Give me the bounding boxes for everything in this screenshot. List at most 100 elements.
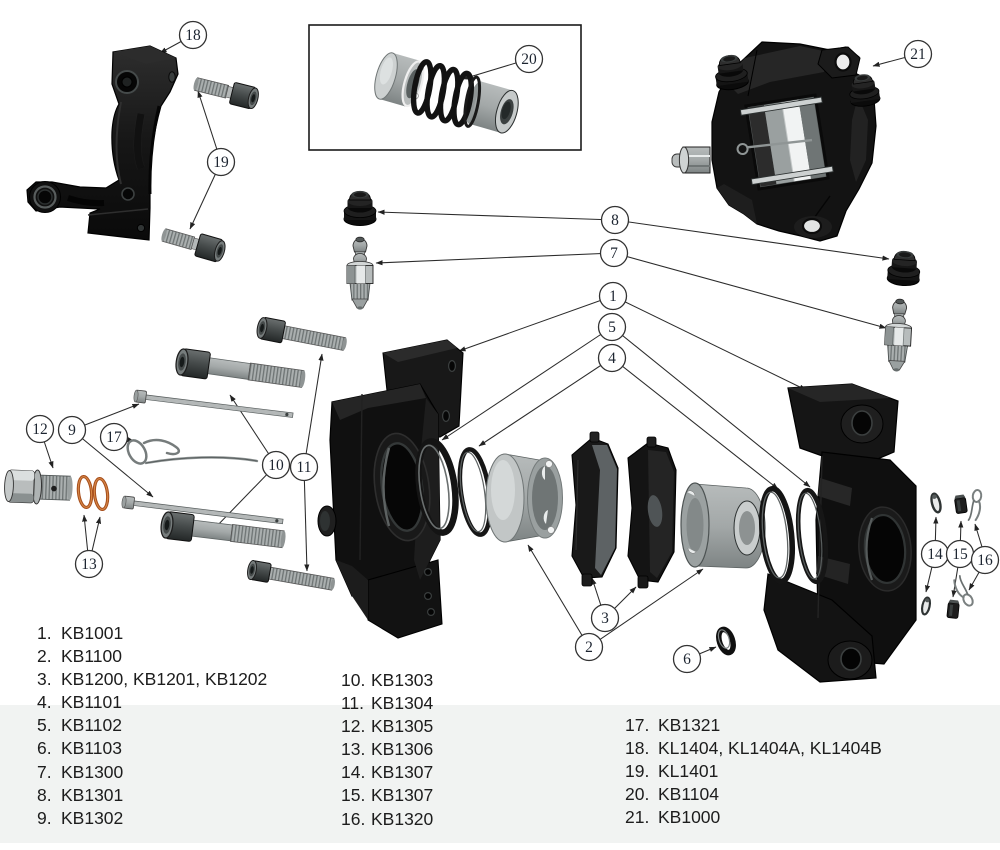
svg-text:9: 9 xyxy=(68,422,76,439)
svg-text:19: 19 xyxy=(213,154,229,171)
pad-pin-lower xyxy=(121,495,284,525)
callout-circle xyxy=(178,20,208,50)
callout-3: 3 xyxy=(590,603,620,633)
mounting-bracket xyxy=(26,45,179,241)
svg-text:1: 1 xyxy=(609,288,617,305)
retaining-clip xyxy=(126,438,259,465)
svg-text:14: 14 xyxy=(927,546,943,563)
callout-circle xyxy=(74,549,104,579)
piston-outer xyxy=(680,482,766,569)
callout-16: 16 xyxy=(970,545,1000,575)
callout-circle xyxy=(25,414,55,444)
assembled-caliper xyxy=(671,41,882,242)
background-band xyxy=(0,705,1000,843)
callout-4: 4 xyxy=(597,343,627,373)
pad-insulator-top xyxy=(953,493,968,515)
callout-21: 21 xyxy=(903,39,933,69)
callout-10: 10 xyxy=(261,450,291,480)
callout-8: 8 xyxy=(600,205,630,235)
leader-lines xyxy=(39,34,987,660)
callout-circle xyxy=(206,147,236,177)
brake-pad-outer xyxy=(627,436,677,589)
banjo-bolt xyxy=(4,469,73,505)
callout-1: 1 xyxy=(598,281,628,311)
piston-spring-assembly xyxy=(374,52,519,134)
callout-14: 14 xyxy=(920,539,950,569)
caliper-half-inner xyxy=(317,339,464,639)
callout-19: 19 xyxy=(206,147,236,177)
svg-text:16: 16 xyxy=(977,552,993,569)
callout-13: 13 xyxy=(74,549,104,579)
svg-text:21: 21 xyxy=(910,46,926,63)
bracket-bolt-upper xyxy=(193,77,261,111)
caliper-banjo-fitting xyxy=(671,146,711,174)
callout-circle xyxy=(99,422,129,452)
mount-bolt-long-lower xyxy=(159,510,286,549)
caliper-pad-window xyxy=(736,93,834,191)
svg-text:4: 4 xyxy=(608,350,616,367)
caliper-half-outer xyxy=(763,383,917,683)
spring-clip-top xyxy=(928,491,944,515)
bleed-screw-right xyxy=(882,297,914,373)
callout-circle xyxy=(574,632,604,662)
callout-circle xyxy=(600,205,630,235)
callout-6: 6 xyxy=(672,644,702,674)
bracket-bolt-lower xyxy=(161,228,228,263)
pad-pin-oring xyxy=(716,626,736,656)
dust-cap-right xyxy=(886,249,922,288)
callout-15: 15 xyxy=(945,539,975,569)
callout-circle xyxy=(597,343,627,373)
crush-washer-pair xyxy=(76,474,110,512)
callout-circle xyxy=(590,603,620,633)
callout-circle xyxy=(599,238,629,268)
callout-circle xyxy=(970,545,1000,575)
svg-text:7: 7 xyxy=(610,245,618,262)
svg-text:18: 18 xyxy=(185,27,201,44)
svg-text:15: 15 xyxy=(952,546,968,563)
callout-circle xyxy=(289,452,319,482)
callouts: 1 2 3 4 5 6 7 8 9 10 11 12 13 14 15 16 1… xyxy=(25,20,1000,674)
wire-clip-top xyxy=(967,488,984,523)
svg-text:2: 2 xyxy=(585,639,593,656)
callout-circle xyxy=(672,644,702,674)
svg-text:5: 5 xyxy=(608,319,616,336)
svg-text:8: 8 xyxy=(611,212,619,229)
callout-circle xyxy=(597,312,627,342)
mount-bolt-short-top xyxy=(254,316,347,351)
brake-pad-inner xyxy=(571,431,619,587)
mount-bolt-short-bottom xyxy=(245,559,335,591)
pad-insulator-bottom xyxy=(946,598,961,620)
callout-5: 5 xyxy=(597,312,627,342)
callout-circle xyxy=(514,44,544,74)
piston-seal-inner-large xyxy=(415,438,459,536)
svg-text:3: 3 xyxy=(601,610,609,627)
svg-text:20: 20 xyxy=(521,51,537,68)
callout-18: 18 xyxy=(178,20,208,50)
svg-text:17: 17 xyxy=(106,429,122,446)
callout-9: 9 xyxy=(57,415,87,445)
callout-circle xyxy=(57,415,87,445)
piston-inner xyxy=(485,453,563,543)
callout-circle xyxy=(598,281,628,311)
callout-circle xyxy=(903,39,933,69)
piston-seal-outer-far xyxy=(795,487,829,585)
callout-11: 11 xyxy=(289,452,319,482)
svg-text:6: 6 xyxy=(683,651,691,668)
callout-12: 12 xyxy=(25,414,55,444)
callout-20: 20 xyxy=(514,44,544,74)
callout-7: 7 xyxy=(599,238,629,268)
callout-2: 2 xyxy=(574,632,604,662)
svg-text:12: 12 xyxy=(32,421,48,438)
callout-17: 17 xyxy=(99,422,129,452)
piston-seal-outer-near xyxy=(758,485,796,585)
svg-text:13: 13 xyxy=(81,556,97,573)
svg-text:10: 10 xyxy=(268,457,284,474)
svg-text:11: 11 xyxy=(297,459,312,476)
pad-pin-upper xyxy=(133,389,294,418)
spring-clip-bottom xyxy=(919,595,933,617)
bleed-screw-left xyxy=(346,236,374,311)
dust-cap-left xyxy=(343,190,377,226)
callout-circle xyxy=(261,450,291,480)
